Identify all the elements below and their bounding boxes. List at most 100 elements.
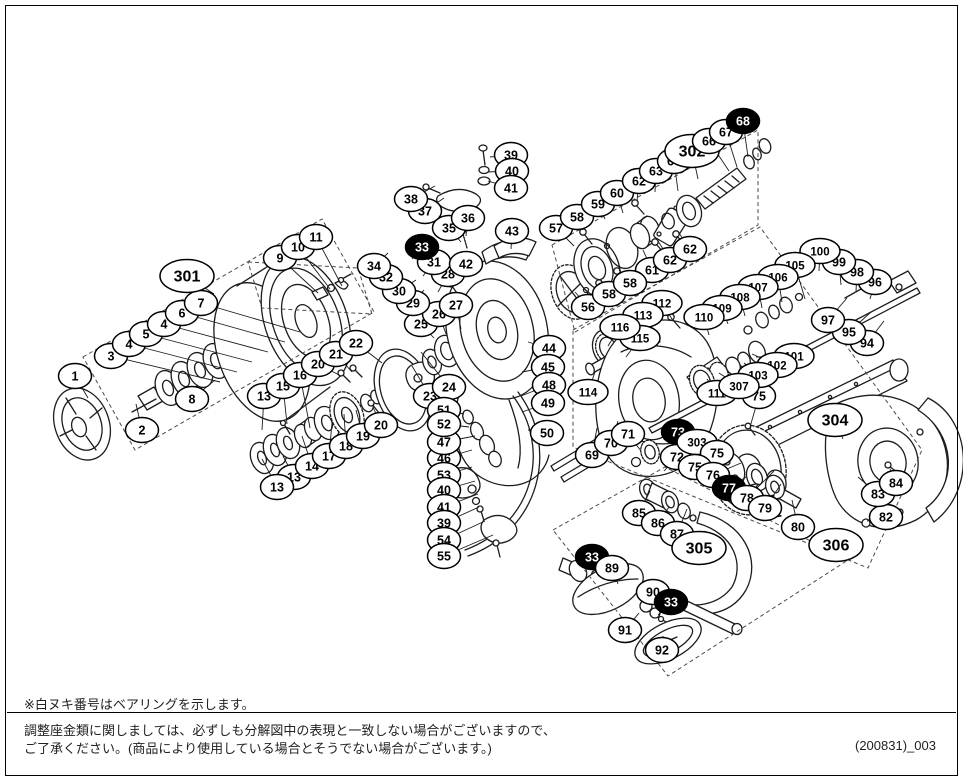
callout-number-4: 4	[161, 317, 168, 331]
callout-number-1: 1	[72, 369, 79, 383]
callout-36: 36	[450, 204, 486, 232]
callout-33: 33	[653, 588, 689, 616]
callout-number-89: 89	[605, 561, 619, 575]
callout-number-92: 92	[655, 643, 669, 657]
leader-line-7	[200, 302, 301, 333]
callout-116: 116	[599, 313, 641, 341]
callout-number-307: 307	[729, 381, 748, 393]
callout-number-71: 71	[621, 427, 635, 441]
callout-number-11: 11	[309, 230, 322, 244]
callout-number-4: 4	[126, 337, 133, 351]
pinion-group-box	[551, 129, 759, 333]
callout-number-40: 40	[505, 164, 519, 178]
bearing-note: ※白ヌキ番号はベアリングを示します。	[24, 697, 255, 712]
callout-97: 97	[810, 306, 846, 334]
callout-number-42: 42	[459, 257, 473, 271]
callout-301: 301	[159, 258, 215, 294]
callout-number-33: 33	[664, 595, 678, 609]
callout-52: 52	[426, 410, 462, 438]
callout-number-39: 39	[437, 516, 451, 530]
callout-38: 38	[393, 185, 429, 213]
callout-number-69: 69	[585, 448, 599, 462]
callout-number-57: 57	[549, 221, 563, 235]
callout-82: 82	[868, 503, 904, 531]
callout-number-80: 80	[791, 520, 805, 534]
callout-number-50: 50	[540, 426, 554, 440]
leader-line-4	[163, 323, 269, 353]
callout-number-13: 13	[257, 389, 271, 403]
callout-68: 68	[725, 107, 761, 135]
callout-number-116: 116	[611, 322, 630, 334]
callout-number-85: 85	[632, 506, 646, 520]
callout-number-2: 2	[139, 423, 146, 437]
callout-number-48: 48	[542, 378, 556, 392]
callout-number-60: 60	[610, 186, 624, 200]
callout-number-20: 20	[374, 418, 388, 432]
callout-number-304: 304	[822, 413, 849, 430]
callout-80: 80	[780, 513, 816, 541]
callout-306: 306	[808, 527, 864, 563]
spool-group-box	[82, 218, 375, 451]
callout-number-27: 27	[449, 298, 463, 312]
callout-22: 22	[338, 329, 374, 357]
callout-number-68: 68	[736, 114, 750, 128]
document-code: (200831)_003	[855, 738, 936, 753]
washer-note-line1: 調整座金類に関しましては、必ずしも分解図中の表現と一致しない場合がございますので…	[24, 723, 556, 738]
callout-number-58: 58	[623, 276, 637, 290]
callout-number-56: 56	[581, 300, 595, 314]
callout-number-95: 95	[842, 325, 856, 339]
washer-note-line2: ご了承ください。(商品により使用している場合とそうでない場合がございます。)	[24, 741, 492, 756]
callout-71: 71	[610, 420, 646, 448]
callout-number-86: 86	[651, 516, 665, 530]
callout-91: 91	[607, 616, 643, 644]
callout-number-34: 34	[367, 259, 381, 273]
clicker-group-box	[247, 261, 373, 315]
callout-number-22: 22	[349, 336, 363, 350]
callout-92: 92	[644, 636, 680, 664]
callout-307: 307	[718, 372, 760, 400]
callout-number-21: 21	[329, 347, 343, 361]
callout-304: 304	[807, 402, 863, 438]
callout-42: 42	[448, 250, 484, 278]
callout-number-8: 8	[189, 392, 196, 406]
callout-47: 47	[426, 428, 462, 456]
callout-79: 79	[747, 494, 783, 522]
callout-49: 49	[530, 389, 566, 417]
callout-305: 305	[671, 530, 727, 566]
callout-number-47: 47	[437, 435, 451, 449]
callout-number-38: 38	[404, 192, 418, 206]
callout-number-44: 44	[542, 341, 556, 355]
callout-110: 110	[683, 303, 725, 331]
callout-8: 8	[174, 385, 210, 413]
callout-number-16: 16	[293, 368, 307, 382]
callout-number-43: 43	[505, 224, 519, 238]
leader-line-6	[181, 312, 286, 343]
callout-number-19: 19	[356, 429, 370, 443]
callout-number-13: 13	[270, 480, 284, 494]
leader-line-5	[145, 333, 253, 363]
callout-24: 24	[431, 373, 467, 401]
callout-number-24: 24	[442, 380, 456, 394]
part-number-callouts: 1234546789101130113151620212213131417181…	[57, 107, 914, 664]
callout-number-97: 97	[821, 313, 835, 327]
callout-number-79: 79	[758, 501, 772, 515]
callout-number-49: 49	[541, 396, 555, 410]
callout-number-35: 35	[442, 221, 456, 235]
callout-number-305: 305	[686, 541, 713, 558]
callout-number-100: 100	[810, 246, 829, 258]
callout-number-115: 115	[631, 333, 650, 345]
callout-84: 84	[878, 469, 914, 497]
callout-50: 50	[529, 419, 565, 447]
callout-27: 27	[438, 291, 474, 319]
callout-number-45: 45	[541, 360, 555, 374]
callout-number-7: 7	[198, 296, 205, 310]
callout-2: 2	[124, 416, 160, 444]
callout-number-52: 52	[437, 417, 451, 431]
callout-number-114: 114	[579, 387, 598, 399]
leader-line-4	[128, 343, 238, 373]
callout-62: 62	[672, 235, 708, 263]
callout-number-75: 75	[710, 446, 724, 460]
callout-number-113: 113	[634, 310, 653, 322]
callout-number-31: 31	[427, 255, 441, 269]
